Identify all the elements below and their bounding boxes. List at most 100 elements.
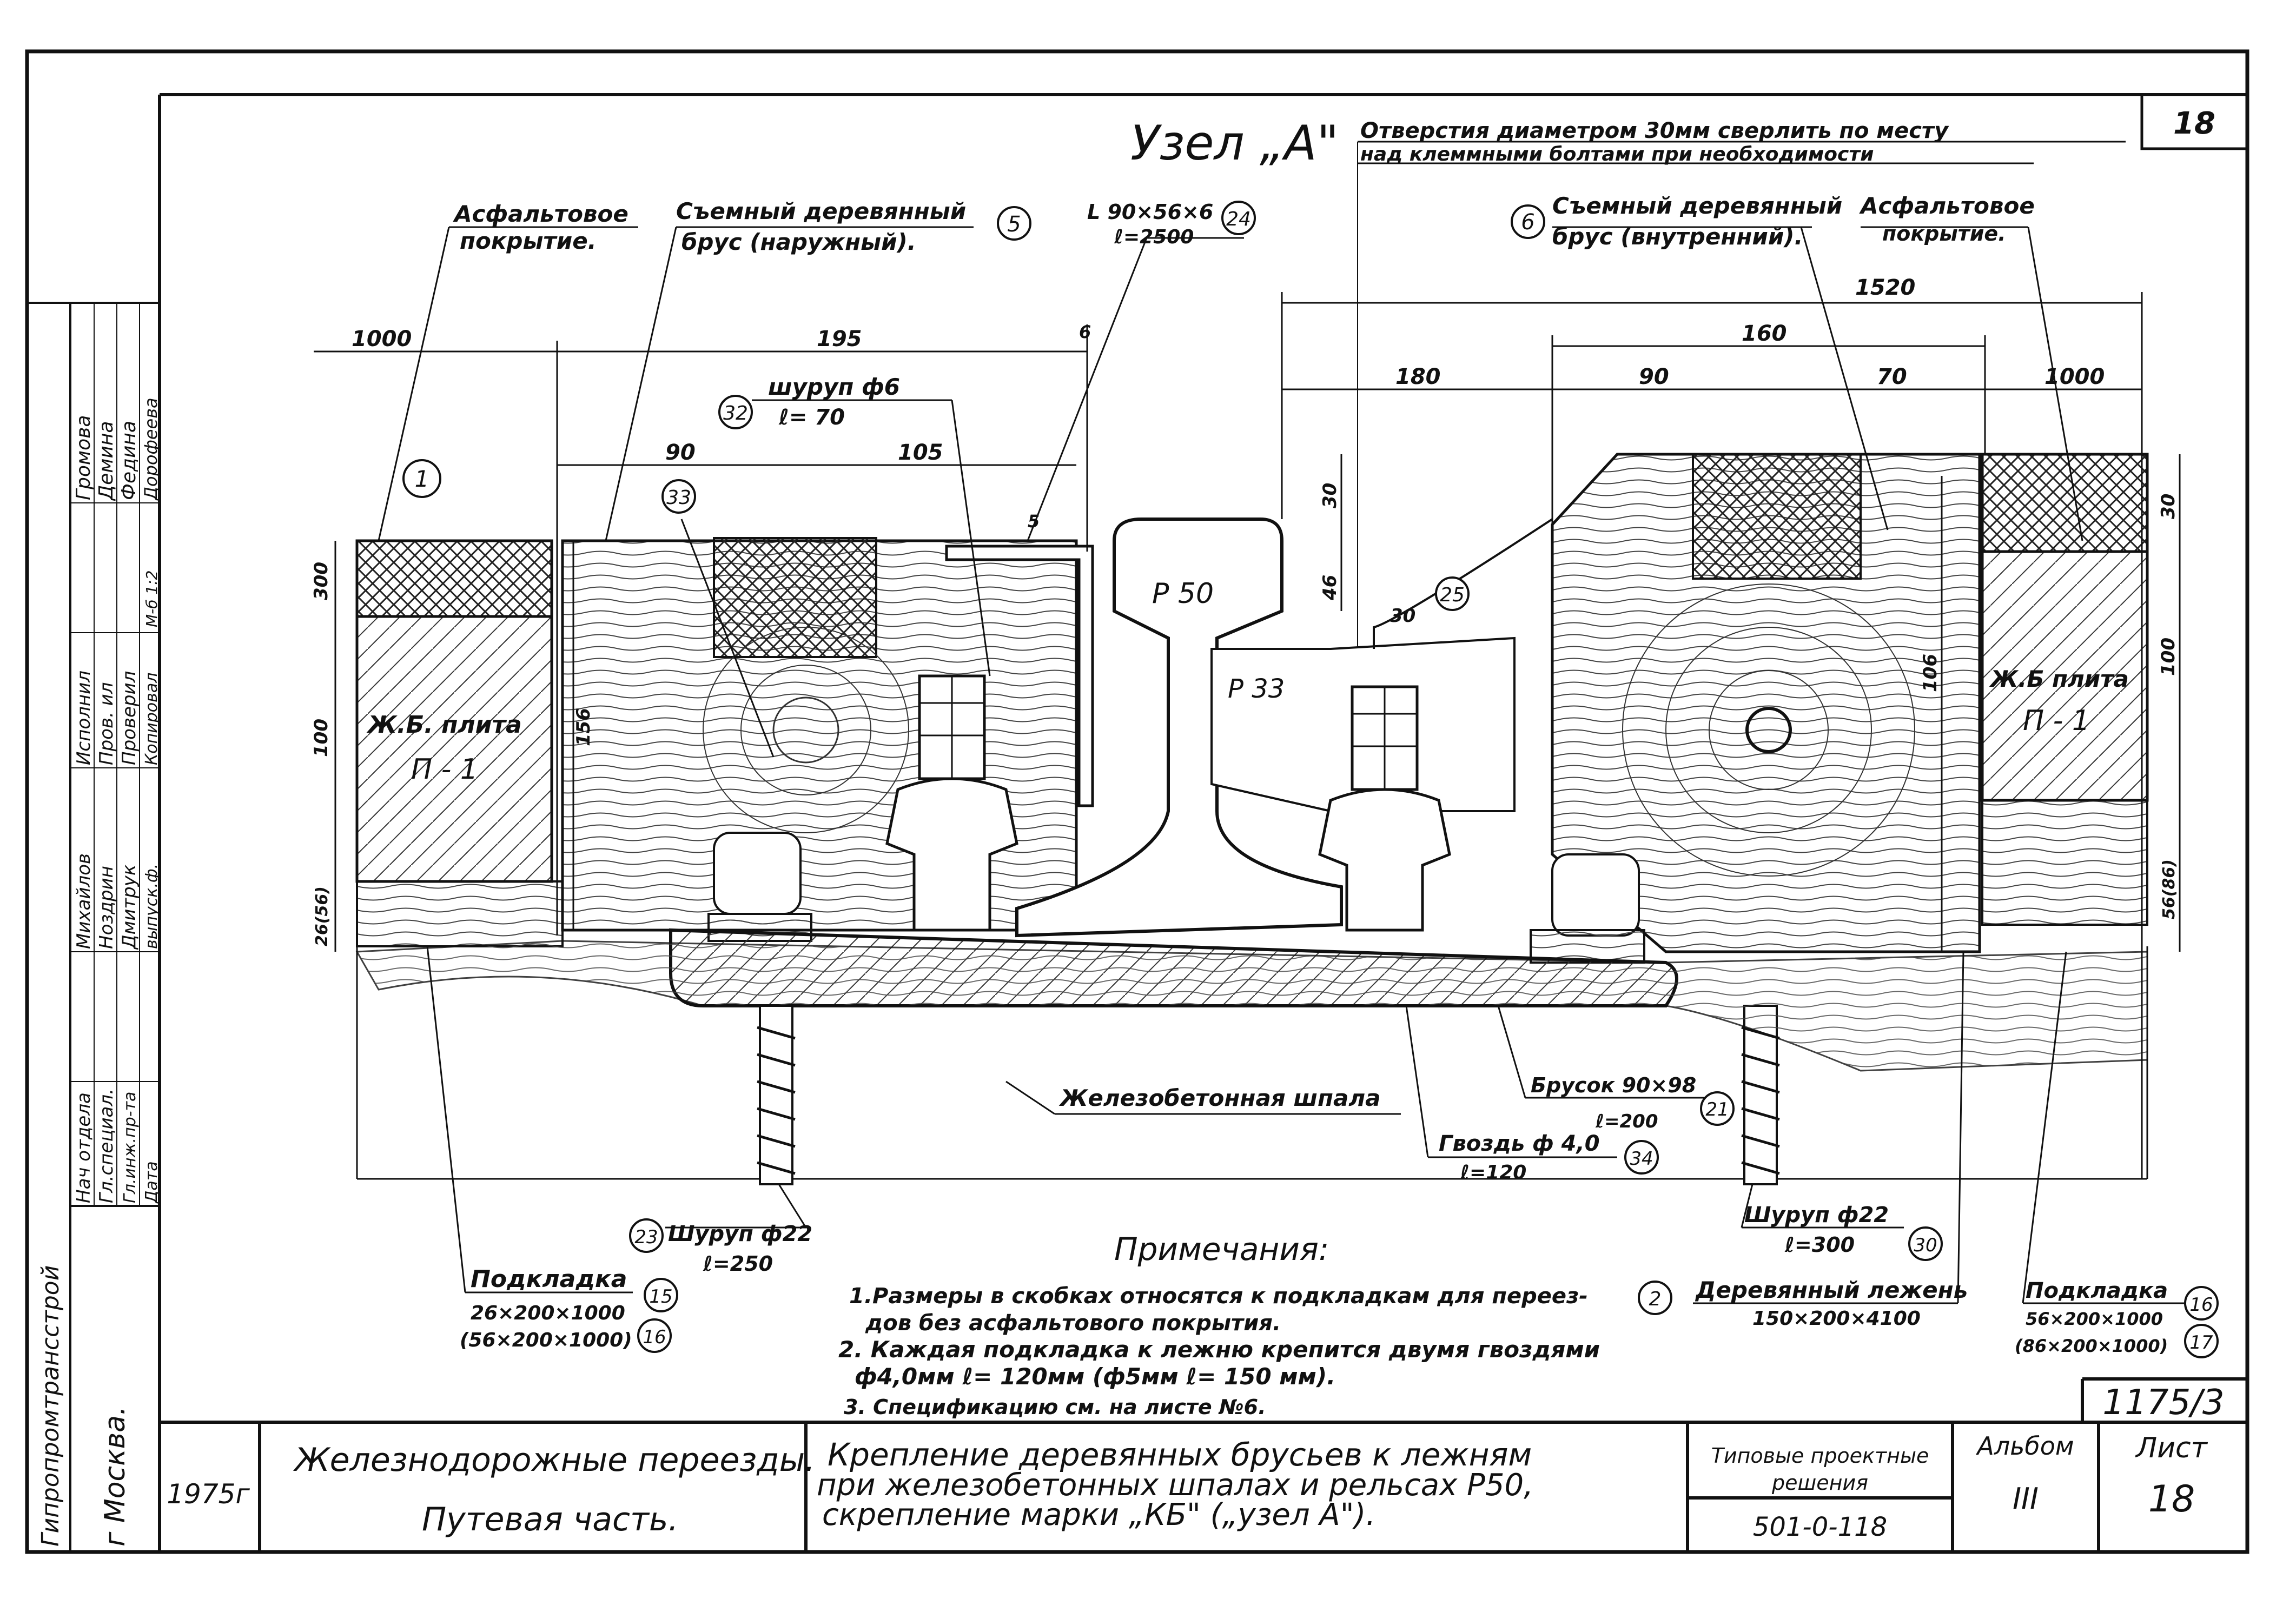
stamp-role2-3: Проверил — [118, 671, 140, 765]
callout-num30: 30 — [1914, 1235, 1937, 1256]
top-note-line1: Отверстия диаметром 30мм сверлить по мес… — [1360, 118, 1949, 143]
callout-beam-timber-2: 150×200×4100 — [1752, 1308, 1921, 1330]
tb-series-code: 501-0-118 — [1753, 1512, 1887, 1542]
dim-v300: 300 — [310, 562, 332, 600]
callout-num1: 1 — [415, 466, 429, 492]
stamp-name2-2: Демина — [95, 421, 117, 501]
tb-album-value: III — [2013, 1482, 2039, 1516]
callout-asphalt-left-2: покрытие. — [460, 228, 597, 254]
dim-v30-right: 30 — [2158, 494, 2179, 519]
callout-num16-left: 16 — [643, 1326, 666, 1348]
tb-album-label: Альбом — [1975, 1431, 2074, 1461]
note-3: 3. Спецификацию см. на листе №6. — [844, 1395, 1266, 1419]
stamp-role-1: Нач отдела — [73, 1092, 95, 1203]
callout-pad-right-1: Подкладка — [2026, 1278, 2168, 1303]
dim-v26-56: 26(56) — [313, 886, 332, 946]
callout-asphalt-left-1: Асфальтовое — [453, 201, 628, 227]
callout-pad-right-2: 56×200×1000 — [2026, 1309, 2163, 1329]
dim-70: 70 — [1877, 364, 1907, 389]
stamp-role2-2: Пров. ил — [96, 682, 117, 765]
callout-num34: 34 — [1630, 1148, 1653, 1170]
callout-screw6-2: ℓ= 70 — [778, 405, 845, 430]
callout-asphalt-right-2: покрытие. — [1882, 222, 2006, 246]
callout-num21: 21 — [1705, 1099, 1729, 1120]
pad-right — [1981, 799, 2148, 926]
dim-1000-left: 1000 — [352, 327, 412, 351]
tb-sheet-title-1: Крепление деревянных брусьев к лежням — [828, 1436, 1532, 1473]
callout-num16-right: 16 — [2189, 1294, 2213, 1316]
asphalt-right — [1981, 453, 2149, 553]
callout-num5: 5 — [1007, 212, 1021, 237]
tb-sheet-value: 18 — [2148, 1478, 2195, 1521]
clamp-bolt-left — [885, 674, 1018, 932]
tb-series-label-2: решения — [1771, 1471, 1868, 1495]
slab-left — [355, 615, 553, 883]
dim-v100-right: 100 — [2158, 638, 2179, 676]
callout-beam-timber-1: Деревянный лежень — [1695, 1277, 1968, 1303]
callout-num25: 25 — [1440, 584, 1465, 606]
callout-num2: 2 — [1649, 1288, 1662, 1310]
left-stamp: Гипропромтрансстрой г Москва. Нач отдела… — [27, 302, 161, 1552]
asphalt-left — [355, 539, 553, 618]
callout-screw22-right-2: ℓ=300 — [1784, 1233, 1855, 1257]
callout-asphalt-right-1: Асфальтовое — [1859, 193, 2035, 219]
stamp-role-2: Гл.специал. — [96, 1089, 117, 1203]
cross-section — [355, 453, 2149, 1185]
pad-left — [356, 880, 564, 947]
callout-screw22-left-1: Шуруп ф22 — [668, 1222, 812, 1246]
callout-num32: 32 — [723, 402, 748, 424]
dim-46: 46 — [1319, 575, 1341, 601]
stamp-name2-4: Дорофеева — [141, 397, 161, 501]
dim-6: 6 — [1079, 322, 1091, 342]
dim-106: 106 — [1920, 654, 1941, 692]
node-title: Узел „А" — [1130, 115, 1339, 171]
stamp-name-1: Михайлов — [73, 853, 95, 949]
dim-90-left: 90 — [665, 440, 696, 465]
callout-num15: 15 — [649, 1286, 672, 1308]
callout-bar-2: ℓ=200 — [1595, 1111, 1658, 1132]
callout-beam-outer-1: Съемный деревянный — [676, 198, 966, 224]
note-2a: 2. Каждая подкладка к лежню крепится дву… — [838, 1336, 1600, 1363]
callout-pad-left-2: 26×200×1000 — [471, 1302, 625, 1324]
callout-screw22-left-2: ℓ=250 — [703, 1252, 773, 1276]
dimension-lines — [314, 292, 2181, 1179]
callout-beam-inner-2: брус (внутренний). — [1552, 223, 1803, 250]
label-slab-right-2: П - 1 — [2023, 705, 2090, 737]
note-1b: дов без асфальтового покрытия. — [865, 1311, 1281, 1336]
callout-pad-left-1: Подкладка — [471, 1265, 627, 1293]
angle-steel — [945, 545, 1094, 807]
callout-num33: 33 — [666, 487, 691, 509]
callout-nail-1: Гвоздь ф 4,0 — [1439, 1131, 1600, 1156]
corner-number: 18 — [2173, 106, 2215, 141]
stamp-name2-1: Громова — [72, 415, 95, 500]
tb-project-2: Путевая часть. — [422, 1501, 678, 1538]
callout-num17: 17 — [2189, 1332, 2213, 1354]
callout-angle-1: L 90×56×6 — [1087, 200, 1213, 224]
stamp-sign: М-б 1:2 — [143, 570, 161, 628]
dim-30-mid: 30 — [1390, 605, 1415, 627]
label-rail-p33: Р 33 — [1228, 674, 1285, 704]
callout-num6: 6 — [1521, 210, 1534, 235]
label-slab-right-1: Ж.Б плита — [1989, 666, 2129, 692]
stamp-name2-3: Федина — [118, 421, 140, 500]
tb-sheet-title-3: скрепление марки „КБ" („узел А"). — [822, 1497, 1375, 1533]
callout-circles — [402, 201, 2219, 1358]
callout-pad-left-3: (56×200×1000) — [460, 1329, 632, 1351]
tb-sheet-title-2: при железобетонных шпалах и рельсах Р50, — [817, 1468, 1533, 1503]
dim-180: 180 — [1395, 364, 1441, 389]
callout-pad-right-3: (86×200×1000) — [2015, 1336, 2168, 1356]
callout-beam-inner-1: Съемный деревянный — [1552, 193, 1842, 219]
stamp-org: Гипропромтрансстрой — [37, 1265, 64, 1547]
callout-screw22-right-1: Шуруп ф22 — [1744, 1203, 1889, 1228]
tb-series-label-1: Типовые проектные — [1711, 1444, 1929, 1468]
callout-num23: 23 — [634, 1226, 658, 1248]
callout-screw6-1: шуруп ф6 — [768, 374, 900, 400]
notes-heading: Примечания: — [1114, 1231, 1329, 1268]
stamp-city: г Москва. — [99, 1406, 131, 1547]
top-note-line2: над клеммными болтами при необходимости — [1360, 143, 1874, 165]
fastener-left — [707, 832, 812, 942]
stamp-name-3: Дмитрук — [118, 864, 140, 950]
slab-right — [1981, 550, 2149, 802]
screw-left — [757, 1005, 796, 1185]
dim-v56-86: 56(86) — [2160, 859, 2179, 919]
